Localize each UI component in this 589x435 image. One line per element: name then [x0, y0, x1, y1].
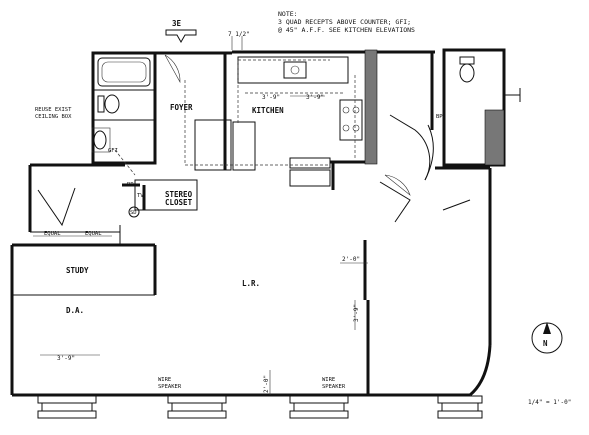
bathtub-icon — [97, 57, 151, 87]
lr-dim-3ft: 3'-9" — [353, 304, 360, 322]
section-mark-label: 3E — [172, 19, 182, 28]
doors — [37, 54, 471, 227]
toilet-right-icon — [459, 63, 475, 83]
room-closet-label: CLOSET — [165, 198, 193, 207]
general-note: NOTE: 3 QUAD RECEPTS ABOVE COUNTER; GFI;… — [278, 10, 415, 34]
sink-icon — [93, 130, 107, 150]
tv-label: TV — [137, 193, 144, 199]
reuse-box-label-1: REUSE EXIST — [35, 107, 72, 113]
room-dining-label: D.A. — [66, 306, 84, 315]
kitchen-dim-a: 3'-9" — [262, 94, 280, 101]
wire-speaker-1-line1: WIRE — [158, 377, 171, 383]
section-arrow-icon — [165, 29, 197, 44]
note-line-elevations: @ 45" A.F.F. SEE KITCHEN ELEVATIONS — [278, 26, 415, 34]
range-icon — [339, 99, 363, 141]
window-sills — [37, 395, 483, 419]
wire-speaker-2-line2: SPEAKER — [322, 384, 346, 390]
study-door-swing — [37, 187, 76, 227]
reuse-box-label-2: CEILING BOX — [35, 114, 72, 120]
wire-speaker-2-line1: WIRE — [322, 377, 335, 383]
lr-dim-2ft-top: 2'-0" — [342, 256, 360, 263]
bp-right-label: BP — [436, 114, 443, 120]
gfi-label: GFI — [108, 148, 118, 154]
north-label: N — [543, 339, 548, 348]
drawing-scale: 1/4" = 1'-0" — [528, 399, 571, 406]
room-kitchen-label: KITCHEN — [252, 106, 284, 115]
electrical-runs — [114, 59, 356, 176]
da-dim-3ft: 3'-9" — [57, 355, 75, 362]
bathroom-fixtures — [91, 56, 475, 153]
top-dimension: 7 1/2" — [228, 31, 250, 50]
north-arrow: N — [531, 322, 563, 354]
wire-speaker-1-line2: SPEAKER — [158, 384, 182, 390]
equal-label-2: EQUAL — [85, 231, 102, 237]
kitchen-counter — [237, 56, 349, 84]
equal-label-1: EQUAL — [44, 231, 61, 237]
note-line-receptacles: 3 QUAD RECEPTS ABOVE COUNTER; GFI; — [278, 18, 411, 26]
room-living-label: L.R. — [242, 279, 260, 288]
room-study-label: STUDY — [66, 266, 89, 275]
dimension-lines — [33, 95, 368, 395]
foyer-closet — [194, 119, 232, 171]
kitchen-island — [289, 169, 331, 187]
sd-label: SD — [130, 210, 137, 216]
kitchen-sink-icon — [283, 61, 307, 79]
room-foyer-label: FOYER — [170, 103, 193, 112]
room-stereo-label: STEREO — [165, 190, 193, 199]
walls — [10, 48, 521, 397]
smoke-detector-icon — [128, 206, 140, 218]
kitchen-dim-b: 3'-9" — [306, 94, 324, 101]
lr-dim-2ft-bottom: 2'-0" — [263, 375, 270, 393]
bp-left-label: BP — [127, 182, 134, 188]
section-marker: 3E — [165, 19, 197, 44]
kitchen-fixtures — [194, 56, 363, 187]
top-dim-label: 7 1/2" — [228, 31, 250, 38]
note-title: NOTE: — [278, 10, 298, 18]
toilet-icon — [104, 94, 120, 114]
